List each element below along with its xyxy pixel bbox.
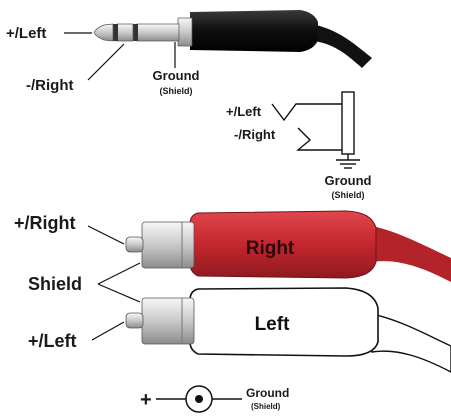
white-shield-sleeve <box>141 297 195 345</box>
trs-sleeve-sub: (Shield) <box>160 86 193 96</box>
red-plug-text: Right <box>246 238 295 259</box>
rca-plug-red: Right <box>125 210 451 282</box>
rca-right-pin-label: +/Right <box>14 213 76 233</box>
schematic-left-label: +/Left <box>226 104 262 119</box>
trs-tip-label: +/Left <box>6 25 46 42</box>
trs-ring <box>116 23 134 42</box>
red-body <box>189 210 377 279</box>
red-center-pin <box>125 236 144 253</box>
rca-plug-white: Left <box>125 287 451 373</box>
trs-insulator <box>133 24 138 41</box>
rca-left-pin-label: +/Left <box>28 331 77 351</box>
schematic-sleeve <box>341 91 355 155</box>
white-plug-text: Left <box>255 314 291 335</box>
rca-labels: +/Right Shield +/Left <box>14 213 141 351</box>
trs-insulator-2 <box>113 24 118 41</box>
white-body <box>189 287 379 357</box>
polarity-center-dot <box>195 395 203 403</box>
trs-jack-plug: +/Left -/Right Ground (Shield) <box>6 10 372 96</box>
trs-collar <box>177 17 193 47</box>
white-cable <box>371 313 451 373</box>
polarity-ground-label: Ground <box>246 386 289 400</box>
trs-tip <box>93 23 114 42</box>
polarity-ground-sub: (Shield) <box>251 402 281 411</box>
red-shield-sleeve <box>141 221 195 269</box>
white-center-pin <box>125 312 144 329</box>
trs-sleeve-label: Ground <box>153 68 200 83</box>
schematic-tip-contact <box>271 103 342 122</box>
schematic-ground-label: Ground <box>325 173 372 188</box>
schematic-jack-symbol: +/Left -/Right Ground (Shield) <box>226 91 372 200</box>
ring-leader <box>87 43 125 81</box>
trs-body <box>190 10 318 52</box>
schematic-ground-sub: (Shield) <box>332 190 365 200</box>
red-cable <box>372 226 451 282</box>
trs-sleeve <box>136 23 180 42</box>
schematic-ring-contact <box>296 127 342 151</box>
polarity-plus: + <box>140 389 152 411</box>
rca-shield-label: Shield <box>28 274 82 294</box>
schematic-right-label: -/Right <box>234 127 276 142</box>
center-positive-polarity-symbol: + Ground (Shield) <box>140 385 289 413</box>
trs-ring-label: -/Right <box>26 77 73 94</box>
